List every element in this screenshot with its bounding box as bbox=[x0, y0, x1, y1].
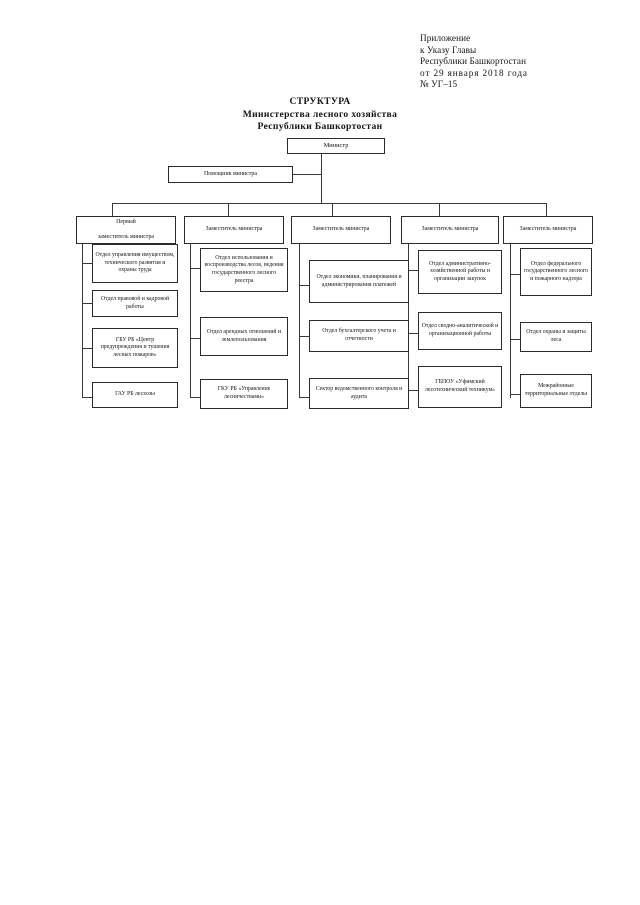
node-unit-1-1-label: Отдел управления имуществом, техническог… bbox=[95, 252, 175, 274]
connector-stub-2-1 bbox=[190, 268, 200, 269]
node-unit-3-1[interactable]: Отдел экономики, планирования и админист… bbox=[309, 260, 409, 303]
node-unit-5-2[interactable]: Отдел охраны и защиты леса bbox=[520, 322, 592, 352]
connector-stub-5-2 bbox=[510, 339, 520, 340]
connector-stub-1-1 bbox=[82, 263, 92, 264]
numero-icon: № bbox=[420, 79, 429, 91]
reference-line-4: от 29 января 2018 года bbox=[420, 67, 528, 78]
node-assistant-minister-label: Помощник министра bbox=[204, 170, 257, 177]
connector-stub-4-2 bbox=[408, 333, 418, 334]
reference-line-3: Республики Башкортостан bbox=[420, 56, 527, 67]
node-deputy-head-5-label: Заместитель министра bbox=[519, 226, 577, 233]
connector-drop-col-5 bbox=[546, 203, 547, 216]
node-unit-2-3-label: ГКУ РБ «Управление лесничествами» bbox=[217, 386, 271, 400]
connector-spine-col-3 bbox=[299, 244, 300, 398]
node-deputy-head-2-label: Заместитель министра bbox=[205, 226, 263, 233]
node-deputy-head-1-line2: заместитель министра bbox=[97, 233, 155, 240]
connector-assistant-stub bbox=[293, 174, 322, 175]
node-deputy-head-3-label: Заместитель министра bbox=[312, 226, 370, 233]
connector-stub-1-3 bbox=[82, 348, 92, 349]
node-deputy-head-2[interactable]: Заместитель министра bbox=[184, 216, 284, 244]
connector-drop-col-3 bbox=[332, 203, 333, 216]
node-unit-2-1-label: Отдел использования и воспроизводства ле… bbox=[204, 254, 284, 284]
connector-deputy-bus bbox=[112, 203, 546, 204]
page-title: СТРУКТУРА Министерства лесного хозяйства… bbox=[0, 96, 640, 134]
node-unit-1-3[interactable]: ГБУ РБ «Центр предупреждения и тушения л… bbox=[92, 328, 178, 368]
title-line-1: СТРУКТУРА bbox=[289, 96, 351, 107]
node-unit-1-4[interactable]: ГАУ РБ лесхозы bbox=[92, 382, 178, 408]
connector-stub-3-2 bbox=[299, 336, 309, 337]
node-unit-5-3-label: Межрайонные территориальные отделы bbox=[524, 383, 588, 397]
node-deputy-head-1[interactable]: Первый заместитель министра bbox=[76, 216, 176, 244]
connector-stub-2-2 bbox=[190, 338, 200, 339]
connector-stub-5-3 bbox=[510, 394, 520, 395]
connector-stub-3-3 bbox=[299, 397, 309, 398]
node-unit-3-3[interactable]: Сектор ведомственного контроля и аудита bbox=[309, 378, 409, 409]
node-unit-2-1[interactable]: Отдел использования и воспроизводства ле… bbox=[200, 248, 288, 292]
node-deputy-head-4-label: Заместитель министра bbox=[421, 226, 479, 233]
node-deputy-head-5[interactable]: Заместитель министра bbox=[503, 216, 593, 244]
node-unit-4-2[interactable]: Отдел сводно-аналитической и организацио… bbox=[418, 312, 502, 350]
connector-stub-2-3 bbox=[190, 397, 200, 398]
node-unit-4-2-label: Отдел сводно-аналитической и организацио… bbox=[421, 323, 499, 337]
node-unit-3-2-label: Отдел бухгалтерского учета и отчетности bbox=[322, 328, 396, 342]
node-unit-1-3-label: ГБУ РБ «Центр предупреждения и тушения л… bbox=[100, 336, 170, 358]
node-unit-2-2[interactable]: Отдел арендных отношений и землепользова… bbox=[200, 317, 288, 356]
connector-drop-col-4 bbox=[439, 203, 440, 216]
connector-stub-4-1 bbox=[408, 270, 418, 271]
connector-drop-col-1 bbox=[112, 203, 113, 216]
node-deputy-head-3[interactable]: Заместитель министра bbox=[291, 216, 391, 244]
node-unit-1-1[interactable]: Отдел управления имуществом, техническог… bbox=[92, 244, 178, 283]
connector-stub-5-1 bbox=[510, 274, 520, 275]
node-unit-5-3[interactable]: Межрайонные территориальные отделы bbox=[520, 374, 592, 408]
reference-decree-number: УГ–15 bbox=[431, 79, 458, 90]
connector-spine-col-2 bbox=[190, 244, 191, 398]
node-unit-4-3[interactable]: ГБПОУ «Уфимский лесотехнический техникум… bbox=[418, 366, 502, 408]
node-deputy-head-1-line1: Первый bbox=[116, 218, 136, 225]
node-unit-4-3-label: ГБПОУ «Уфимский лесотехнический техникум… bbox=[424, 379, 496, 393]
connector-stub-1-4 bbox=[82, 397, 92, 398]
node-unit-1-4-label: ГАУ РБ лесхозы bbox=[115, 391, 155, 398]
connector-stub-4-3 bbox=[408, 390, 418, 391]
reference-line-5: № УГ–15 bbox=[420, 79, 528, 91]
reference-line-2: к Указу Главы bbox=[420, 44, 477, 55]
node-unit-2-3[interactable]: ГКУ РБ «Управление лесничествами» bbox=[200, 379, 288, 409]
title-line-2: Министерства лесного хозяйства bbox=[242, 108, 398, 120]
node-unit-1-2[interactable]: Отдел правовой и кадровой работы bbox=[92, 290, 178, 317]
node-unit-5-1-label: Отдел федерального государственного лесн… bbox=[523, 260, 589, 282]
node-minister[interactable]: Министр bbox=[287, 138, 385, 154]
document-reference-block: Приложение к Указу Главы Республики Башк… bbox=[420, 33, 528, 91]
connector-spine-col-1 bbox=[82, 244, 83, 398]
reference-line-1: Приложение bbox=[420, 33, 471, 43]
node-minister-label: Министр bbox=[323, 142, 349, 149]
node-unit-3-3-label: Сектор ведомственного контроля и аудита bbox=[315, 385, 403, 400]
node-unit-3-1-label: Отдел экономики, планирования и админист… bbox=[316, 273, 402, 288]
node-unit-4-1-label: Отдел административно-хозяйственной рабо… bbox=[429, 260, 491, 282]
connector-minister-trunk bbox=[321, 154, 322, 203]
node-unit-3-2[interactable]: Отдел бухгалтерского учета и отчетности bbox=[309, 320, 409, 352]
node-unit-5-2-label: Отдел охраны и защиты леса bbox=[526, 329, 586, 343]
node-unit-5-1[interactable]: Отдел федерального государственного лесн… bbox=[520, 248, 592, 296]
connector-stub-1-2 bbox=[82, 303, 92, 304]
node-assistant-minister[interactable]: Помощник министра bbox=[168, 166, 293, 183]
node-deputy-head-4[interactable]: Заместитель министра bbox=[401, 216, 499, 244]
title-line-3: Республики Башкортостан bbox=[257, 121, 383, 133]
connector-spine-col-5 bbox=[510, 244, 511, 398]
connector-drop-col-2 bbox=[228, 203, 229, 216]
node-unit-2-2-label: Отдел арендных отношений и землепользова… bbox=[206, 328, 282, 343]
node-unit-1-2-label: Отдел правовой и кадровой работы bbox=[100, 295, 170, 310]
node-unit-4-1[interactable]: Отдел административно-хозяйственной рабо… bbox=[418, 250, 502, 294]
connector-stub-3-1 bbox=[299, 285, 309, 286]
